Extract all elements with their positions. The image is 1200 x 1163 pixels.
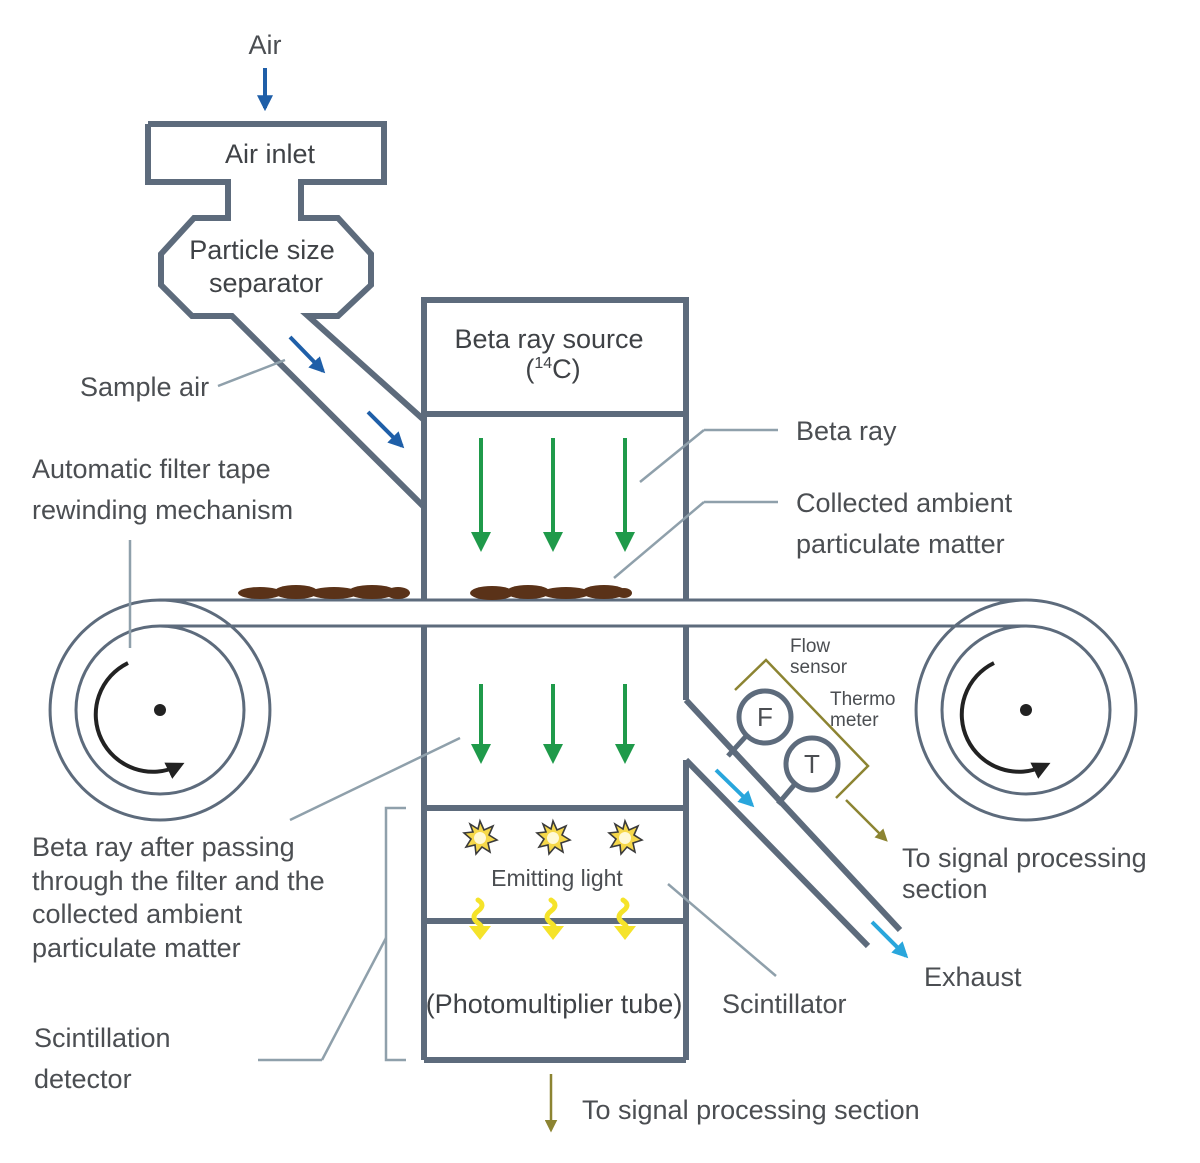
left-reel-hub [154,704,166,716]
rotation-arrow-icon [959,661,1051,779]
filter-mechanism-label-line1: Automatic filter tape [32,454,271,484]
exhaust-label: Exhaust [924,962,1022,992]
flow-sensor-label-line2: sensor [790,657,848,678]
thermometer-gauge-letter: T [804,749,820,779]
signal-processing-right-label-line2: section [902,874,988,904]
thermometer-label-line2: meter [830,710,879,731]
right-reel-hub [1020,704,1032,716]
exhaust-duct [683,697,903,949]
detector-label-line1: Scintillation [34,1023,171,1053]
particulate-deposit-left [238,585,410,599]
measurement-chamber [421,297,689,1063]
photomultiplier-tube-label: (Photomultiplier tube) [426,989,683,1019]
light-burst-icon [608,820,643,855]
thermometer-gauge [783,735,841,793]
light-burst-icon [463,820,498,855]
light-burst-icon [536,820,571,855]
air-inlet-label: Air inlet [225,139,316,169]
flow-sensor-gauge-letter: F [757,702,773,732]
particulate-deposit-center [470,585,632,600]
signal-processing-bottom-label: To signal processing section [582,1095,920,1125]
sensor-signal-line [845,799,888,842]
emitting-light-label: Emitting light [491,865,623,891]
collected-matter-label-line1: Collected ambient [796,488,1013,518]
beta-ray-arrows-upper [471,438,635,552]
sample-air-leader [217,358,286,388]
beta-ray-after-leader [289,736,461,822]
thermometer-stem [776,782,797,806]
flow-sensor-gauge [736,688,794,746]
flow-sensor-label-line1: Flow [790,636,830,657]
left-reel [74,624,246,796]
detector-bracket [384,806,406,1062]
beta-ray-arrows-lower [471,684,635,764]
rotation-arrow-icon [93,661,185,779]
sample-air-arrow-2 [366,410,405,449]
air-inlet-box [148,121,427,423]
collected-matter-leader [613,501,705,579]
sample-air-label: Sample air [80,372,209,402]
beta-ray-after-label-line1: Beta ray after passing [32,832,295,862]
thermometer-label-line1: Thermo [830,689,895,710]
air-inlet-assembly [145,121,427,510]
beta-ray-source-label: Beta ray source [454,324,643,354]
beta-ray-after-label-line3: collected ambient [32,899,243,929]
detector-leader [320,937,388,1061]
detector-label-line2: detector [34,1064,132,1094]
exhaust-arrow-1 [714,768,755,808]
filter-tape [48,598,1138,822]
scintillator-leader [667,883,777,977]
scintillator-label: Scintillator [722,989,847,1019]
signal-processing-right-label-line1: To signal processing [902,843,1147,873]
beta-ray-source-isotope: (14C) [525,354,580,384]
separator-label-line2: separator [209,268,323,298]
filter-mechanism-label-line2: rewinding mechanism [32,495,293,525]
collected-matter-label-line2: particulate matter [796,529,1005,559]
beta-ray-label: Beta ray [796,416,897,446]
beta-ray-after-label-line2: through the filter and the [32,866,325,896]
air-label: Air [249,30,282,60]
separator-label-line1: Particle size [189,235,335,265]
sample-air-arrow-1 [288,335,326,374]
right-reel [940,624,1112,796]
separator-left-wall [145,124,427,510]
flow-sensor-stem [726,732,750,758]
sensor-bracket [734,658,870,799]
beta-ray-leader [639,429,705,483]
exhaust-arrow-2 [870,920,909,959]
beta-ray-after-label-line4: particulate matter [32,933,241,963]
